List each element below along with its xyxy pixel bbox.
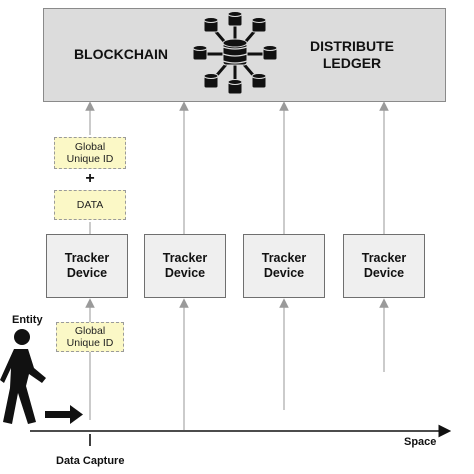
tracker-device-4: Tracker Device (343, 234, 425, 298)
db-small-right (262, 45, 278, 61)
db-small-bottom-right (251, 73, 267, 89)
distributed-ledger-label: DISTRIBUTE LEDGER (292, 38, 412, 72)
packet-data-box: DATA (54, 190, 126, 220)
database-network-icon (192, 12, 278, 95)
tracker-2-line1: Tracker (162, 251, 208, 265)
entity-label: Entity (12, 314, 43, 326)
packet-plus-sign: + (85, 170, 95, 187)
entity-global-id-line1: Global (74, 325, 106, 337)
entity-global-id-line2: Unique ID (66, 337, 114, 349)
entity-move-arrow-shaft (45, 411, 70, 418)
db-small-bottom (227, 79, 243, 95)
tracker-device-1: Tracker Device (46, 234, 128, 298)
tracker-1-line2: Device (66, 266, 108, 280)
tracker-device-3: Tracker Device (243, 234, 325, 298)
walking-person-icon (0, 329, 46, 424)
tracker-1-line1: Tracker (64, 251, 110, 265)
db-small-top (227, 12, 243, 27)
distributed-ledger-line2: LEDGER (322, 55, 382, 71)
data-capture-label: Data Capture (56, 455, 125, 467)
tracker-3-line1: Tracker (261, 251, 307, 265)
tracker-3-line2: Device (263, 266, 305, 280)
tracker-4-line1: Tracker (361, 251, 407, 265)
packet-global-id-box: Global Unique ID (54, 137, 126, 169)
tracker-2-line2: Device (164, 266, 206, 280)
db-small-top-right (251, 17, 267, 33)
entity-move-arrow-head (70, 405, 83, 424)
packet-global-id-line1: Global (74, 141, 106, 153)
distributed-ledger-line1: DISTRIBUTE (310, 38, 394, 54)
tracker-4-line2: Device (363, 266, 405, 280)
tracker-device-2: Tracker Device (144, 234, 226, 298)
packet-global-id-line2: Unique ID (66, 153, 114, 165)
space-axis-label: Space (404, 436, 437, 448)
db-small-top-left (203, 17, 219, 33)
db-small-bottom-left (203, 73, 219, 89)
entity-global-id-box: Global Unique ID (56, 322, 124, 352)
db-small-left (192, 45, 208, 61)
blockchain-label: BLOCKCHAIN (73, 46, 169, 62)
